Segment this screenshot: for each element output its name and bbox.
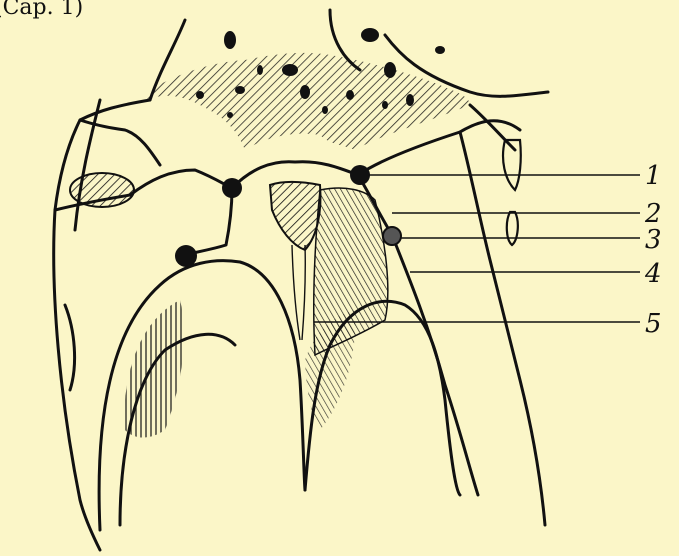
upper-bone-fragment (145, 10, 548, 150)
label-4: 4 (644, 259, 662, 289)
central-spine (292, 245, 305, 340)
label-1: 1 (645, 161, 662, 191)
node-left-lower (175, 245, 197, 267)
node-3 (383, 227, 401, 245)
right-foramen-marks (503, 140, 521, 245)
left-arch-shading (125, 300, 184, 438)
center-arch-shading (305, 310, 355, 430)
figure-labels: 1 2 3 4 5 (644, 161, 662, 339)
suture-lines (55, 100, 545, 525)
left-hatched-oval (70, 173, 134, 207)
label-5: 5 (645, 309, 662, 339)
top-caption-text: (Cap. 1) (0, 0, 83, 20)
label-3: 3 (645, 225, 662, 255)
bottom-arches (54, 210, 460, 550)
node-left-upper (222, 178, 242, 198)
central-hatched-wedge (270, 182, 320, 250)
node-1 (350, 165, 370, 185)
